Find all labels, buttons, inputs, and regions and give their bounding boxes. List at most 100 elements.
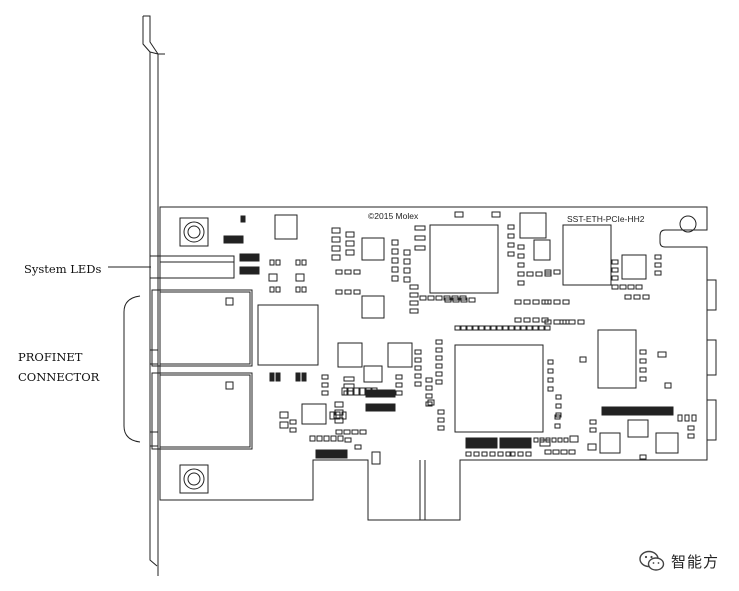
smd-part — [589, 419, 597, 425]
smd-part — [485, 437, 490, 449]
smd-part — [452, 297, 460, 303]
smd-part — [409, 300, 419, 306]
smd-part — [507, 251, 515, 257]
smd-part — [391, 239, 399, 246]
smd-part — [624, 294, 632, 300]
smd-part — [353, 289, 361, 295]
smd-part — [555, 403, 562, 409]
ic-right — [597, 329, 637, 389]
smd-part — [254, 266, 260, 275]
smd-part — [414, 365, 422, 371]
rj45-connector-bottom — [149, 372, 253, 450]
smd-part — [365, 403, 371, 412]
smd-part — [425, 393, 433, 399]
smd-part — [557, 437, 563, 443]
smd-part — [403, 267, 411, 274]
smd-part — [481, 451, 488, 457]
smd-part — [553, 319, 561, 325]
smd-part — [460, 325, 467, 331]
smd-part — [517, 244, 525, 250]
smd-part — [391, 266, 399, 273]
smd-part — [315, 449, 320, 459]
smd-part — [477, 437, 482, 449]
smd-part — [395, 382, 403, 388]
ic-medium — [387, 342, 413, 368]
smd-part — [639, 349, 647, 355]
smd-part — [228, 235, 234, 244]
smd-part — [544, 449, 552, 455]
smd-part — [517, 280, 525, 286]
smd-part — [334, 417, 344, 424]
smd-part — [269, 259, 275, 266]
smd-part — [316, 435, 323, 442]
smd-part — [330, 435, 337, 442]
smd-part — [555, 394, 562, 400]
smd-part — [523, 299, 531, 305]
smd-part — [514, 299, 522, 305]
smd-part — [552, 449, 560, 455]
smd-part — [435, 355, 443, 361]
smd-part — [414, 349, 422, 355]
smd-part — [517, 451, 524, 457]
smd-part — [390, 389, 396, 398]
smd-part — [691, 414, 697, 422]
smd-part — [481, 437, 486, 449]
profinet-label-line2: CONNECTOR — [18, 370, 100, 384]
smd-part — [249, 266, 255, 275]
memory-chip — [562, 224, 612, 286]
watermark: 智能方 — [639, 550, 719, 572]
smd-part — [403, 258, 411, 265]
smd-part — [409, 292, 419, 298]
smd-part — [526, 271, 534, 277]
smd-part — [331, 236, 341, 243]
smd-part — [468, 297, 476, 303]
smd-part — [391, 257, 399, 264]
smd-part — [427, 295, 435, 301]
smd-part — [395, 374, 403, 380]
smd-part — [419, 295, 427, 301]
smd-part — [473, 437, 478, 449]
smd-part — [509, 451, 516, 457]
smd-part — [238, 235, 244, 244]
smd-part — [435, 379, 443, 385]
smd-part — [289, 419, 297, 425]
smd-part — [684, 414, 690, 422]
smd-part — [279, 421, 289, 429]
smd-part — [490, 325, 497, 331]
ic-medium — [599, 432, 621, 454]
smd-part — [629, 406, 634, 416]
smd-part — [639, 358, 647, 364]
smd-part — [654, 262, 662, 268]
smd-part — [335, 429, 343, 435]
smd-part — [409, 308, 419, 314]
smd-part — [515, 437, 520, 449]
smd-part — [437, 417, 445, 423]
smd-part — [344, 437, 352, 443]
smd-part — [661, 406, 666, 416]
smd-part — [365, 389, 371, 398]
smd-part — [385, 403, 391, 412]
smd-part — [484, 325, 491, 331]
smd-part — [414, 235, 426, 241]
smd-part — [619, 284, 627, 290]
smd-part — [309, 435, 316, 442]
ic-medium — [361, 237, 385, 261]
smd-part — [254, 253, 260, 262]
smd-part — [425, 377, 433, 383]
smd-part — [295, 372, 301, 382]
smd-part — [611, 275, 619, 281]
wechat-icon — [639, 550, 665, 571]
phy-chip — [257, 304, 319, 366]
smd-part — [547, 377, 554, 383]
smd-part — [568, 449, 576, 455]
smd-part — [469, 437, 474, 449]
smd-part — [625, 406, 630, 416]
smd-part — [435, 371, 443, 377]
smd-part — [323, 435, 330, 442]
smd-part — [395, 390, 403, 396]
smd-part — [465, 451, 472, 457]
smd-part — [611, 284, 619, 290]
smd-part — [334, 401, 344, 408]
smd-part — [503, 437, 508, 449]
